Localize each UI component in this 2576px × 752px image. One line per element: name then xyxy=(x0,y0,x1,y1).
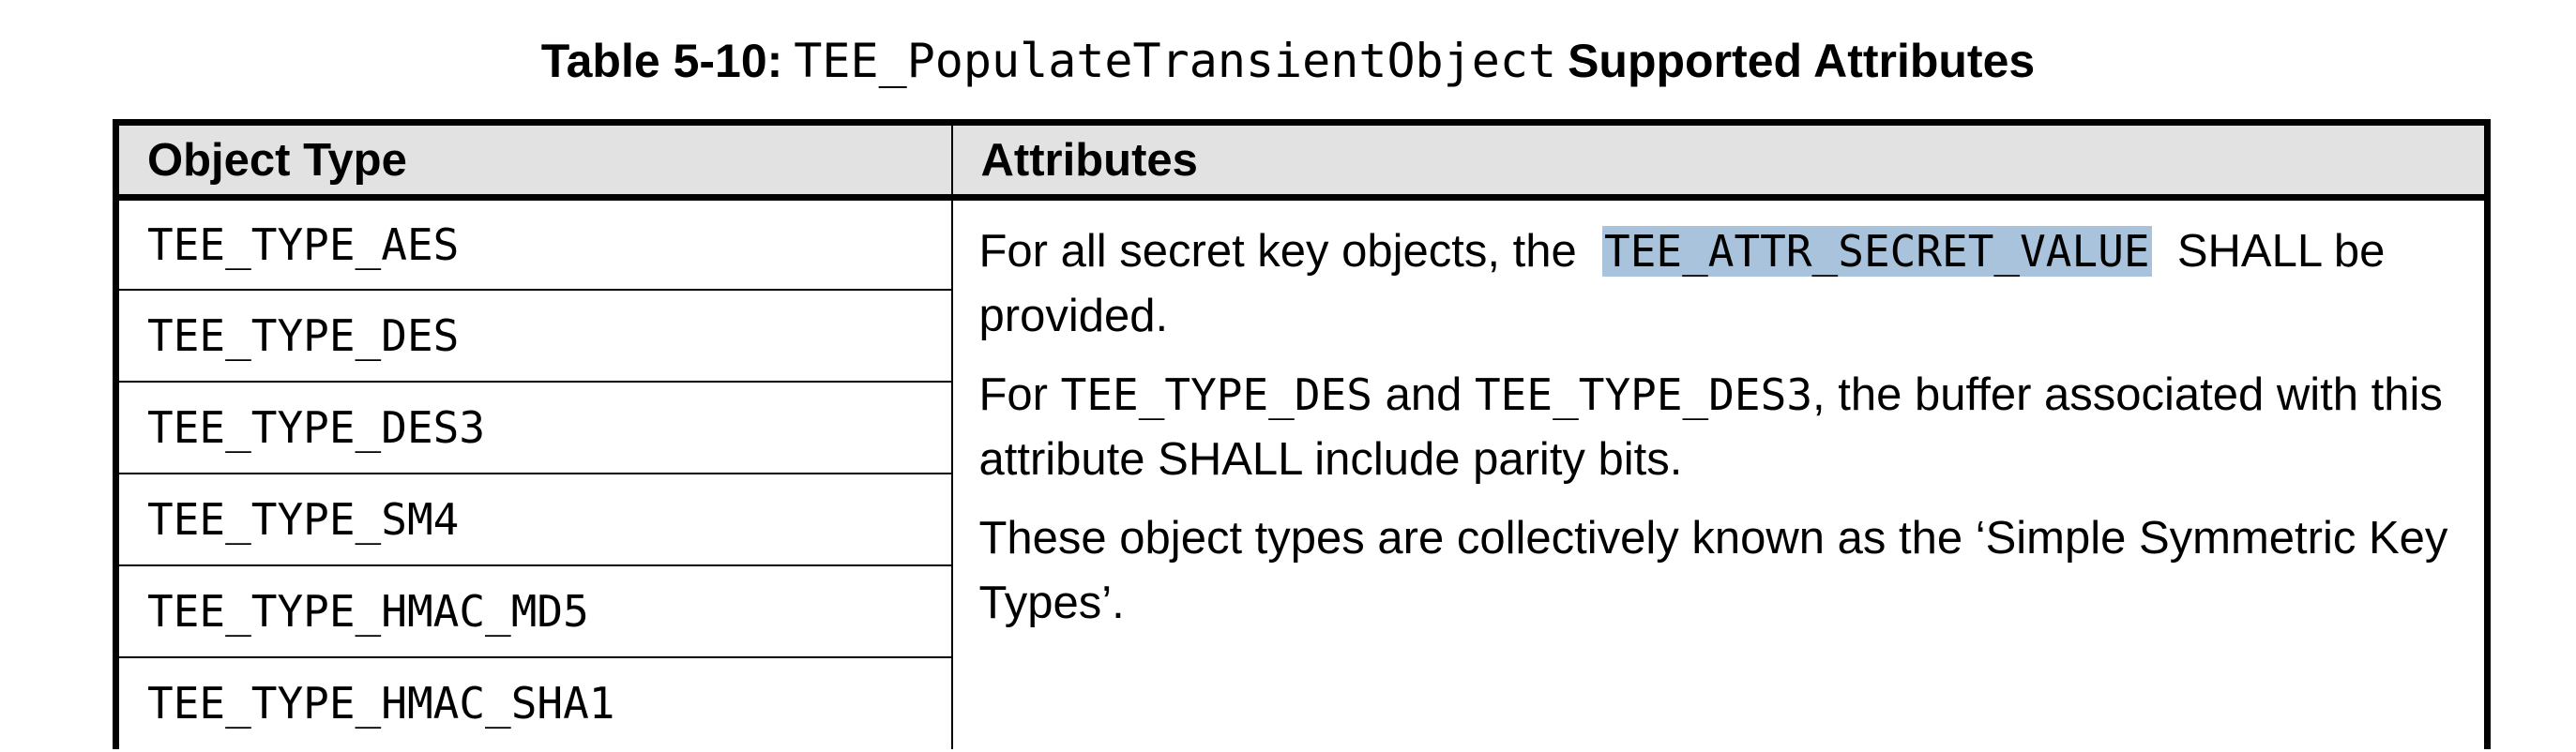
p1-text-before: For all secret key objects, the xyxy=(978,226,1577,277)
table-row: TEE_TYPE_HMAC_MD5 xyxy=(115,564,2488,658)
table-row: TEE_TYPE_SM4 xyxy=(115,473,2488,566)
header-object-type: Object Type xyxy=(115,122,953,201)
object-type-cell: TEE_TYPE_HMAC_SHA1 xyxy=(115,656,953,749)
attributes-paragraph-2: For TEE_TYPE_DES and TEE_TYPE_DES3, the … xyxy=(979,363,2461,492)
p2-type-des: TEE_TYPE_DES xyxy=(1060,369,1372,420)
caption-prefix: Table 5-10: xyxy=(540,35,783,87)
caption-suffix: Supported Attributes xyxy=(1568,35,2036,87)
table-row: TEE_TYPE_DES xyxy=(115,289,2488,383)
p2-type-des3: TEE_TYPE_DES3 xyxy=(1474,369,1813,420)
caption-function-name: TEE_PopulateTransientObject xyxy=(794,34,1557,88)
table-header-row: Object Type Attributes xyxy=(115,122,2488,201)
object-type-cell: TEE_TYPE_AES xyxy=(115,197,953,291)
table-row: TEE_TYPE_DES3 xyxy=(115,381,2488,474)
object-type-cell: TEE_TYPE_DES xyxy=(115,289,953,383)
p2-text-3: , the buffer associated with this attrib… xyxy=(978,369,2443,485)
table-row: TEE_TYPE_AES For all secret key objects,… xyxy=(115,197,2488,628)
p2-text-1: For xyxy=(978,369,1049,420)
object-type-cell: TEE_TYPE_HMAC_MD5 xyxy=(115,564,953,658)
header-attributes: Attributes xyxy=(951,122,2488,201)
supported-attributes-table: Object Type Attributes TEE_TYPE_AES For … xyxy=(113,119,2491,749)
table-row: TEE_TYPE_HMAC_SHA1 xyxy=(115,656,2488,749)
object-type-cell: TEE_TYPE_DES3 xyxy=(115,381,953,474)
attributes-paragraph-3: These object types are collectively know… xyxy=(978,513,2448,628)
attributes-paragraph-1: For all secret key objects, the TEE_ATTR… xyxy=(979,219,2461,349)
object-type-cell: TEE_TYPE_SM4 xyxy=(115,473,953,566)
p1-text-after: SHALL be provided. xyxy=(978,226,2386,341)
p2-text-2: and xyxy=(1385,369,1462,420)
secret-value-attribute: TEE_ATTR_SECRET_VALUE xyxy=(1602,226,2152,277)
attributes-cell: For all secret key objects, the TEE_ATTR… xyxy=(952,198,2488,749)
